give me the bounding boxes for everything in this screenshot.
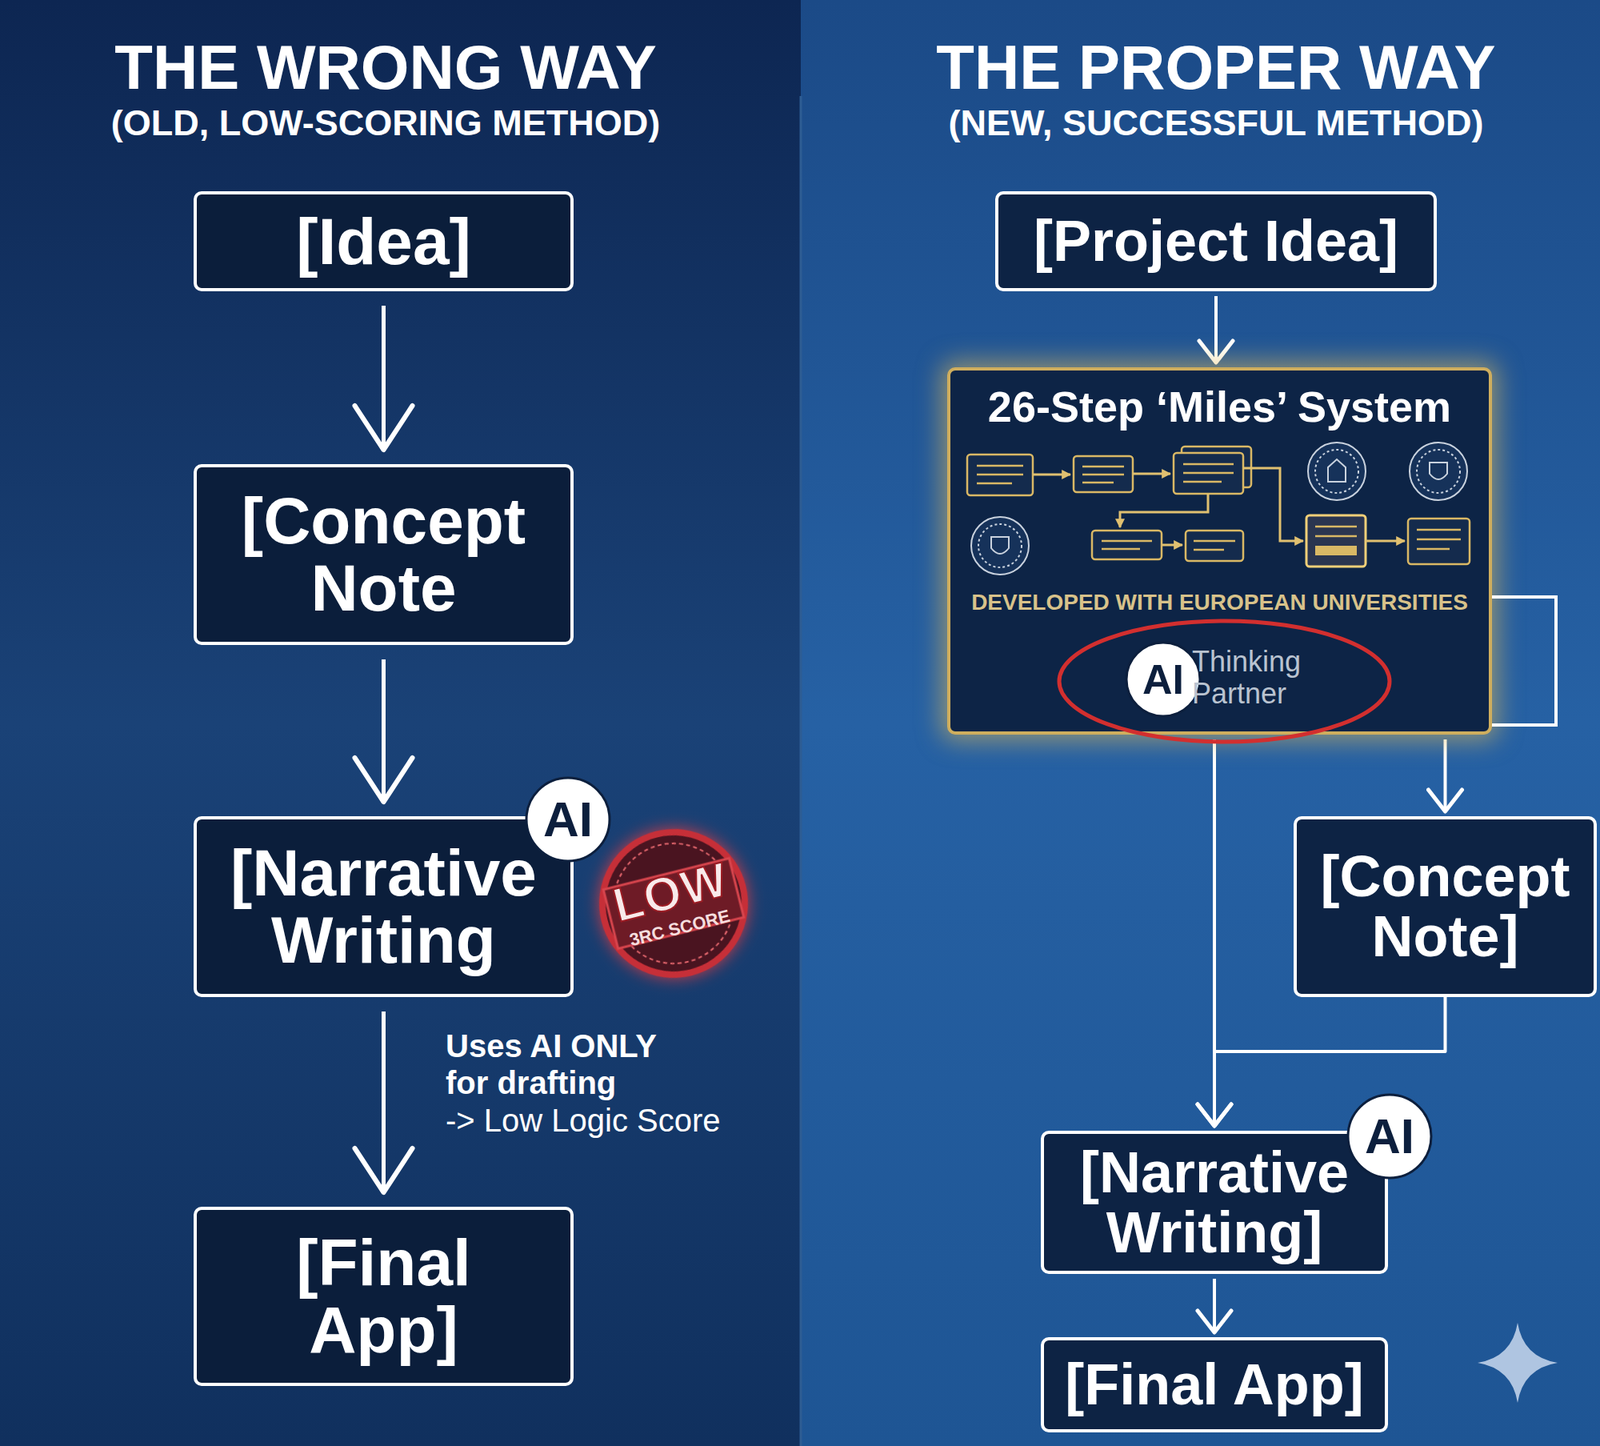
process-box: [Narrative Writing [193,816,574,997]
annotation-note: -> Low Logic Score [445,1101,721,1139]
flow-arrow [1243,468,1304,541]
university-seal [1308,442,1366,500]
flow-arrow [1120,493,1208,528]
doc-icon [1408,518,1470,564]
process-box: [Idea] [193,191,574,292]
score-stamp: LOW3RC SCORE [581,811,766,996]
node-text: [Project Idea] [1033,211,1399,272]
doc-bar [1315,545,1357,556]
doc-icon [1092,530,1162,560]
panel-title: THE WRONG WAY [25,32,746,104]
node-text: [Idea] [296,208,472,276]
stamp-ring [587,816,760,990]
process-box: [Project Idea] [995,191,1437,292]
node-text: [Narrative Writing] [1054,1142,1375,1263]
badge-circle [1126,642,1200,716]
panel-subtitle: (NEW, SUCCESSFUL METHOD) [856,102,1576,144]
doc-lines [1101,540,1152,549]
flow-arrow [1161,544,1183,547]
flow-arrow [1214,296,1218,363]
flow-arrow [381,305,386,450]
university-seal [971,516,1029,575]
doc-icon [1306,515,1366,567]
flow-arrow [1132,472,1171,476]
seal-emblem [991,536,1009,554]
doc-icon [1073,456,1133,492]
node-text: AI [1364,1111,1415,1161]
mini-flow-illustration [967,446,1470,567]
doc-lines [1315,526,1357,536]
node-text: DEVELOPED WITH EUROPEAN UNIVERSITIES [950,589,1489,616]
doc-icon [1073,456,1133,492]
doc-icon [1181,446,1252,488]
badge-circle [1348,1094,1432,1178]
flow-arrow [1365,540,1405,543]
sparkle-watermark [1477,1322,1558,1403]
right-panel [800,0,1600,1446]
node-text: 26-Step ‘Miles’ System [950,381,1489,432]
seal-ring [1409,442,1468,500]
annotation-note: Uses AI ONLY for drafting [445,1027,702,1101]
panel-title: THE PROPER WAY [856,32,1576,104]
flow-arrows [1032,468,1405,545]
left-panel [0,0,801,1446]
process-box: [Final App] [193,1206,574,1386]
doc-icon [1185,530,1244,561]
doc-icon [1408,518,1470,564]
node-text: [Final App] [216,1228,552,1363]
doc-lines [1416,529,1461,549]
system-box: 26-Step ‘Miles’ SystemDEVELOPED WITH EUR… [947,367,1492,735]
doc-lines [1183,464,1234,482]
doc-icon [1185,530,1244,561]
doc-icon [1173,452,1244,494]
doc-lines [1082,466,1124,483]
highlight-ellipse [1059,620,1390,742]
flow-arrow [381,659,386,802]
seal-inner-ring [978,524,1022,568]
ai-badge: AI [1346,1092,1433,1180]
doc-icon [967,454,1033,496]
seal-emblem [1429,462,1448,480]
university-seal [1409,442,1468,500]
node-text: Thinking Partner [1192,645,1352,710]
seal-inner-ring [1416,449,1460,493]
doc-icon-highlight [1306,515,1366,567]
badge-circle [526,777,610,861]
node-text: [Narrative Writing [216,839,552,973]
ai-badge: AI [524,776,612,863]
doc-lines [976,465,1024,484]
process-box: [Concept Note] [1293,816,1597,997]
node-text: [Concept Note [216,487,552,621]
process-box: [Concept Note [193,464,574,645]
seal-ring [1308,442,1366,500]
process-box: [Narrative Writing] [1040,1130,1388,1274]
university-seals [971,442,1468,575]
flow-arrow [1212,1278,1216,1332]
panel-subtitle: (OLD, LOW-SCORING METHOD) [25,102,746,144]
doc-icon [967,454,1033,496]
panel-divider [800,96,803,1446]
flow-arrow [1444,739,1448,812]
flow-arrow [381,1011,386,1192]
ai-badge: AI [1124,640,1202,718]
bracket-line [1492,596,1556,725]
highlight-ellipse: Thinking PartnerAI [1056,617,1393,745]
node-text: [Concept Note] [1305,846,1586,967]
seal-emblem [1328,459,1346,482]
node-text: AI [1142,658,1184,700]
stamp-inner-ring [600,830,747,976]
doc-icon [1092,530,1162,560]
seal-ring [971,516,1029,575]
doc-stack-icon [1173,446,1252,494]
process-box: [Final App] [1040,1336,1388,1432]
node-text: AI [543,794,593,844]
doc-lines [1193,540,1236,550]
node-text: [Final App] [1064,1354,1364,1415]
flow-arrow [1032,473,1071,476]
seal-inner-ring [1315,449,1359,493]
